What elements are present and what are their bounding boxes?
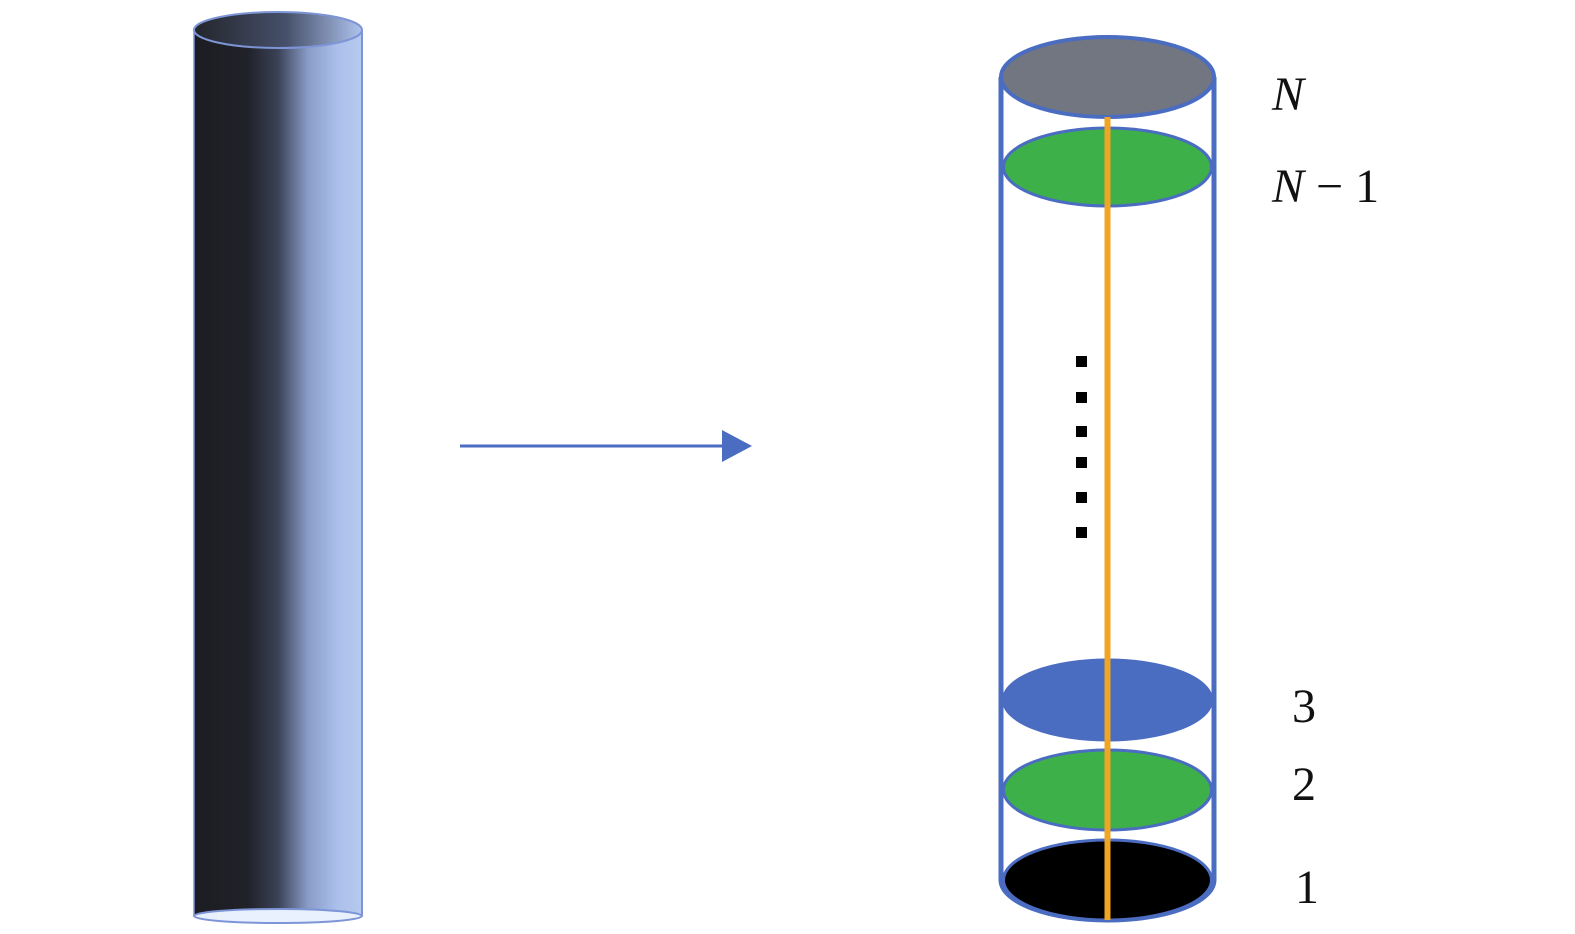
label-layer-1: 1 [1295,861,1319,914]
label-layer-n-minus-1: N − 1 [1271,160,1379,213]
ellipsis-dot [1076,426,1087,437]
label-layer-n: N [1271,68,1307,121]
solid-cylinder-body [194,30,362,916]
layer-labels: N N − 1 3 2 1 [1271,68,1379,914]
ellipsis-dot [1076,492,1087,503]
solid-cylinder-top [193,11,363,49]
right-arrow-icon [460,430,752,462]
label-layer-n-minus-1-var: N [1271,160,1307,213]
ellipsis-dot [1076,356,1087,367]
solid-cylinder-bottom [193,908,363,924]
ellipsis-dot [1076,457,1087,468]
ellipsis-dot [1076,392,1087,403]
disk-layer-n [999,35,1216,119]
ellipsis-dot [1076,527,1087,538]
arrow-head [722,430,752,462]
label-layer-3: 3 [1292,680,1316,733]
layered-cylinder [998,35,1217,923]
vertical-ellipsis-icon [1076,356,1087,538]
label-layer-n-minus-1-rest: − 1 [1304,160,1379,213]
label-layer-2: 2 [1292,758,1316,811]
solid-cylinder [193,11,363,924]
